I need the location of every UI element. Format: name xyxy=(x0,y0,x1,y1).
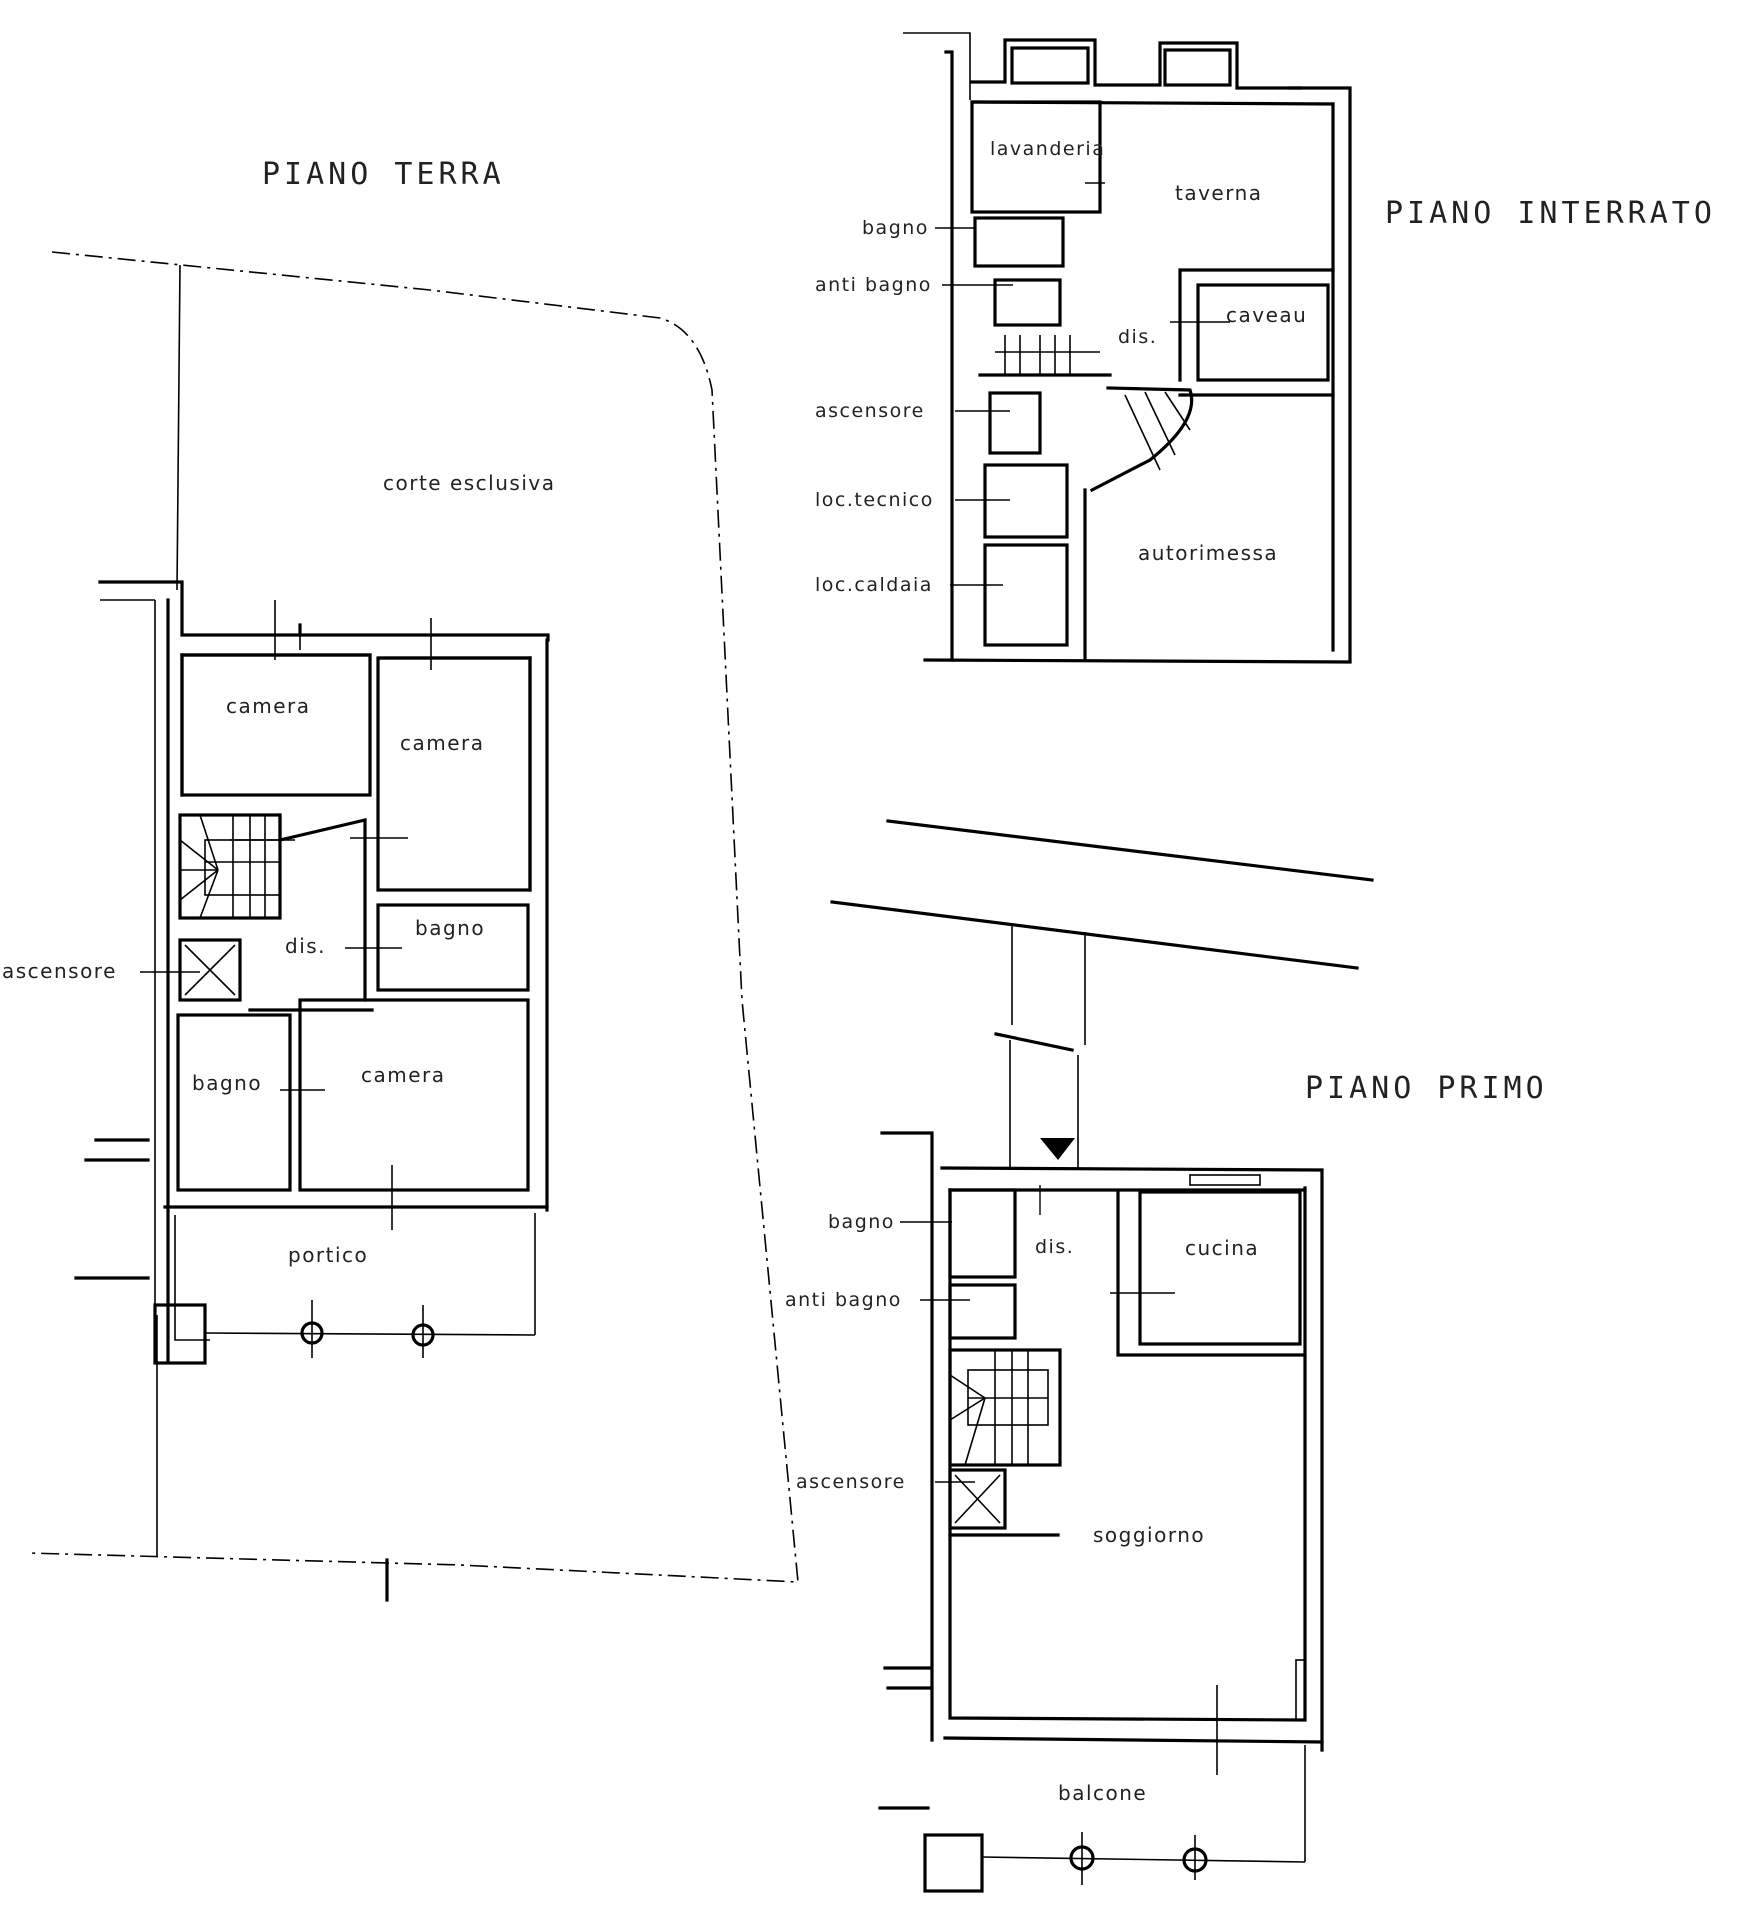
wall xyxy=(1288,86,1352,662)
entrance-marker-icon xyxy=(1040,1138,1075,1160)
room-anti-bagno xyxy=(948,1283,1017,1340)
wall xyxy=(278,813,367,1002)
room-label-autorimessa: autorimessa xyxy=(1138,541,1278,565)
room-lavanderia xyxy=(970,100,1102,214)
pillar xyxy=(153,1303,207,1365)
room-label-dis: dis. xyxy=(1035,1236,1074,1258)
room-label-portico: portico xyxy=(288,1243,368,1267)
room-label-loc-tecnico: loc.tecnico xyxy=(815,489,934,511)
wall xyxy=(174,1215,210,1341)
room-label-anti-bagno: anti bagno xyxy=(785,1289,902,1311)
room-label-cucina: cucina xyxy=(1185,1236,1259,1260)
room-label-caveau: caveau xyxy=(1226,303,1307,327)
wall xyxy=(940,1166,1324,1752)
yard-boundary xyxy=(27,251,799,1583)
room-label-camera-1: camera xyxy=(226,694,311,718)
yard-west-line xyxy=(176,264,181,591)
light-well xyxy=(1010,46,1090,85)
room-label-bagno: bagno xyxy=(862,217,929,239)
staircase xyxy=(995,335,1100,375)
elevator-shaft xyxy=(948,1468,1007,1530)
gate xyxy=(994,1032,1074,1052)
wall xyxy=(98,580,302,637)
street-line xyxy=(886,819,1374,882)
room-label-bagno-1: bagno xyxy=(415,916,485,940)
room-label-lavanderia: lavanderia xyxy=(990,138,1105,160)
room-label-ascensore: ascensore xyxy=(2,959,117,983)
room-label-ascensore: ascensore xyxy=(796,1471,906,1493)
room-label-bagno-2: bagno xyxy=(192,1071,262,1095)
room-camera-1 xyxy=(180,653,372,797)
wall xyxy=(948,1186,1307,1722)
room-label-dis: dis. xyxy=(1118,326,1157,348)
wall xyxy=(944,50,954,662)
wall xyxy=(880,1131,934,1742)
room-label-bagno: bagno xyxy=(828,1211,895,1233)
elevator-shaft xyxy=(178,938,242,1002)
room-loc-caldaia xyxy=(983,543,1069,647)
basement-title: PIANO INTERRATO xyxy=(1385,196,1716,231)
room-label-ascensore: ascensore xyxy=(815,400,925,422)
balcony-edge xyxy=(981,1856,1306,1863)
room-label-taverna: taverna xyxy=(1175,181,1263,205)
portico-edge xyxy=(204,1332,536,1336)
room-label-anti-bagno: anti bagno xyxy=(815,274,932,296)
room-label-dis: dis. xyxy=(285,934,326,958)
room-label-balcone: balcone xyxy=(1058,1781,1147,1805)
wall xyxy=(298,633,550,642)
pillar xyxy=(923,1833,984,1893)
light-well xyxy=(1163,48,1232,87)
curved-stair-treads xyxy=(1124,391,1191,471)
wall xyxy=(943,1736,1324,1744)
staircase xyxy=(948,1348,1062,1467)
room-label-corte-esclusiva: corte esclusiva xyxy=(383,471,555,495)
ground-floor-plan: PIANO TERRA corte esclusiva camera camer… xyxy=(2,157,799,1602)
room-label-loc-caldaia: loc.caldaia xyxy=(815,574,933,596)
room-camera-2 xyxy=(376,656,532,892)
ground-floor-title: PIANO TERRA xyxy=(262,157,505,192)
window xyxy=(1295,1659,1306,1721)
room-cucina xyxy=(1138,1190,1302,1346)
room-label-soggiorno: soggiorno xyxy=(1093,1523,1205,1547)
room-anti-bagno xyxy=(993,278,1062,327)
first-floor-title: PIANO PRIMO xyxy=(1305,1071,1548,1106)
window xyxy=(1189,1174,1261,1186)
basement-floor-plan: PIANO INTERRATO lavanderia taverna bagno… xyxy=(815,32,1716,664)
room-loc-tecnico xyxy=(983,463,1069,539)
first-floor-plan: PIANO PRIMO bagno anti bagno dis. cucina xyxy=(785,819,1548,1893)
room-bagno xyxy=(948,1188,1017,1279)
room-caveau xyxy=(1196,283,1330,382)
elevator-shaft xyxy=(988,391,1042,455)
street-line xyxy=(830,900,1359,970)
wall xyxy=(1178,268,1335,382)
wall xyxy=(923,658,1352,664)
staircase xyxy=(178,813,295,920)
wall xyxy=(970,38,1302,90)
room-bagno-2 xyxy=(176,1013,292,1192)
room-label-camera-3: camera xyxy=(361,1063,446,1087)
room-camera-3 xyxy=(298,998,530,1192)
wall xyxy=(903,32,971,100)
room-bagno xyxy=(973,216,1065,268)
room-label-camera-2: camera xyxy=(400,731,485,755)
curved-stair-wall xyxy=(1089,386,1194,493)
wall xyxy=(1116,1190,1307,1357)
